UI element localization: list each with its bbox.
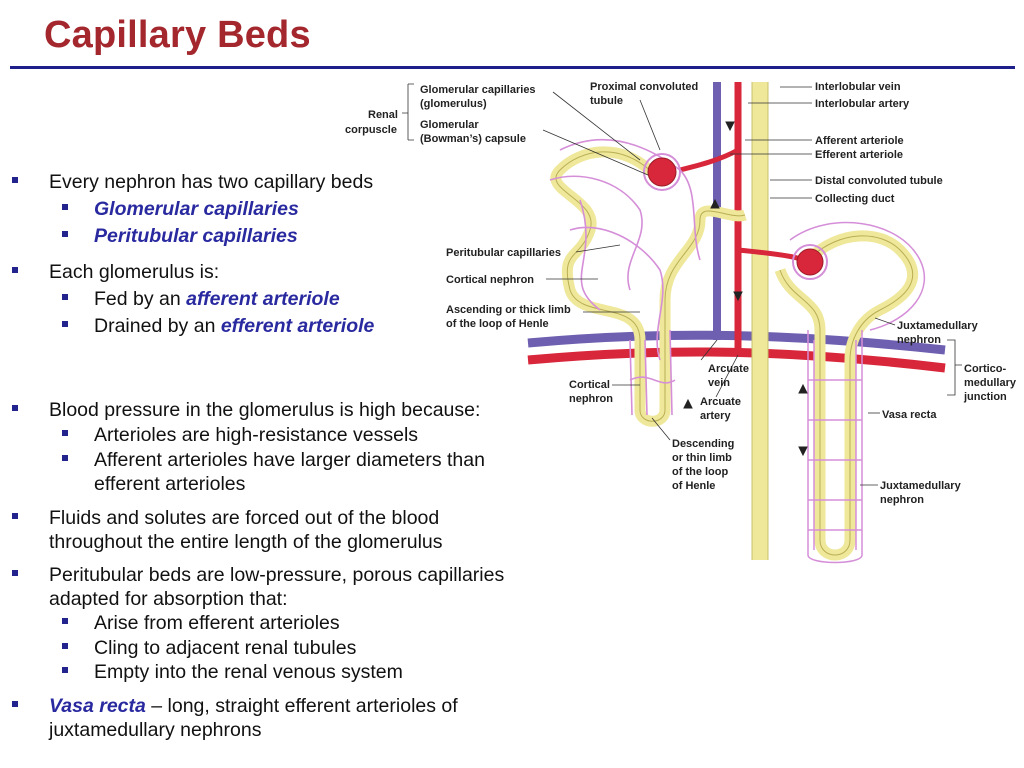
label-arcuate-vein-2: vein	[708, 377, 730, 389]
artery-band	[527, 347, 946, 373]
bullet-text: adapted for absorption that:	[49, 588, 288, 610]
bullet-text: Blood pressure in the glomerulus is high…	[49, 399, 481, 421]
label-cortical-nephron-2b: nephron	[569, 393, 613, 405]
nephron-diagram: Renal corpuscle Glomerular capillaries (…	[345, 81, 1017, 564]
bullet-marker	[62, 294, 68, 300]
bullet-text: throughout the entire length of the glom…	[49, 531, 443, 553]
label-collecting-duct: Collecting duct	[815, 193, 895, 205]
bullet-text: Fluids and solutes are forced out of the…	[49, 507, 440, 529]
label-efferent-arteriole: Efferent arteriole	[815, 149, 903, 161]
bullet-marker	[62, 321, 68, 327]
collecting-duct-edge	[751, 82, 769, 560]
label-juxta2-1: Juxtamedullary	[880, 480, 962, 492]
bullet-text: Fed by an afferent arteriole	[94, 287, 340, 311]
label-vasa-recta: Vasa recta	[882, 409, 937, 421]
bullet-marker	[12, 701, 18, 707]
bullet-marker	[12, 513, 18, 519]
label-arcuate-artery-1: Arcuate	[700, 396, 741, 408]
label-cortical-nephron: Cortical nephron	[446, 274, 534, 286]
label-afferent-arteriole: Afferent arteriole	[815, 135, 904, 147]
afferent-arteriole	[679, 147, 740, 173]
juxtamedullary-tubule	[774, 230, 919, 561]
bullet-marker	[12, 570, 18, 576]
label-juxta-2: nephron	[897, 334, 941, 346]
label-pct-2: tubule	[590, 95, 623, 107]
plain-text: – long, straight efferent arterioles of	[145, 695, 458, 717]
label-renal-corpuscle-2: corpuscle	[345, 124, 397, 136]
bowmans-capsule	[643, 153, 681, 191]
label-cortico-2: medullary	[964, 377, 1017, 389]
label-cortico-1: Cortico-	[964, 363, 1007, 375]
slide-title: Capillary Beds	[44, 14, 311, 56]
vasa-recta	[789, 221, 926, 564]
bullet-marker	[62, 667, 68, 673]
label-descending-1: Descending	[672, 438, 734, 450]
emphasis-text: afferent arteriole	[186, 288, 340, 310]
bullet-text: Vasa recta – long, straight efferent art…	[49, 694, 458, 718]
bullet-text: Arterioles are high-resistance vessels	[94, 424, 419, 446]
cortical-nephron-outline	[555, 151, 746, 422]
bowmans-capsule-2	[792, 244, 828, 280]
glomerulus	[647, 157, 677, 187]
flow-arrows	[683, 121, 808, 457]
bullet-text: Every nephron has two capillary beds	[49, 171, 374, 193]
bullet-text: Afferent arterioles have larger diameter…	[94, 449, 485, 471]
bullet-marker	[62, 618, 68, 624]
emphasis-text: Vasa recta	[49, 695, 146, 717]
bullet-marker	[12, 267, 18, 273]
bullet-marker	[62, 455, 68, 461]
bullet-marker	[62, 643, 68, 649]
label-interlobular-artery: Interlobular artery	[815, 98, 910, 110]
bullet-text: Cling to adjacent renal tubules	[94, 637, 357, 659]
vein-band	[527, 330, 946, 355]
bullet-text: juxtamedullary nephrons	[49, 719, 262, 741]
diagram-labels: Renal corpuscle Glomerular capillaries (…	[345, 81, 1017, 506]
label-arcuate-vein-1: Arcuate	[708, 363, 749, 375]
label-descending-3: of the loop	[672, 466, 728, 478]
juxtamedullary-outline	[779, 235, 914, 556]
plain-text: Drained by an	[94, 315, 221, 337]
label-descending-2: or thin limb	[672, 452, 732, 464]
label-arcuate-artery-2: artery	[700, 410, 731, 422]
bullet-text: Arise from efferent arterioles	[94, 612, 340, 634]
label-ascending-1: Ascending or thick limb	[446, 304, 571, 316]
bullet-text: Peritubular beds are low-pressure, porou…	[49, 564, 505, 586]
label-descending-4: of Henle	[672, 480, 715, 492]
bullet-text: Drained by an efferent arteriole	[94, 314, 374, 338]
label-glomerular-capillaries-1: Glomerular capillaries	[420, 84, 536, 96]
leader-lines	[402, 83, 962, 486]
bullet-marker	[12, 177, 18, 183]
label-renal-corpuscle-1: Renal	[368, 109, 398, 121]
title-rule	[10, 66, 1015, 69]
label-dct: Distal convoluted tubule	[815, 175, 943, 187]
label-ascending-2: of the loop of Henle	[446, 318, 549, 330]
label-glomerular-capsule-1: Glomerular	[420, 119, 479, 131]
emphasis-text: efferent arteriole	[220, 315, 375, 337]
glomerulus-2	[796, 248, 824, 276]
label-cortical-nephron-2a: Cortical	[569, 379, 610, 391]
bullet-text: Empty into the renal venous system	[94, 661, 403, 683]
bullet-text: Each glomerulus is:	[49, 261, 220, 283]
bullet-marker	[62, 204, 68, 210]
label-glomerular-capillaries-2: (glomerulus)	[420, 98, 487, 110]
label-peritubular: Peritubular capillaries	[446, 247, 561, 259]
bullet-marker	[62, 231, 68, 237]
plain-text: Fed by an	[94, 288, 187, 310]
label-juxta2-2: nephron	[880, 494, 924, 506]
label-juxta-1: Juxtamedullary	[897, 320, 979, 332]
bullet-text: Peritubular capillaries	[94, 225, 298, 247]
label-glomerular-capsule-2: (Bowman’s) capsule	[420, 133, 526, 145]
label-interlobular-vein: Interlobular vein	[815, 81, 901, 93]
label-pct-1: Proximal convoluted	[590, 81, 698, 93]
bullet-text: Glomerular capillaries	[94, 198, 299, 220]
bullet-marker	[62, 430, 68, 436]
label-cortico-3: junction	[963, 391, 1007, 403]
bullet-text: efferent arterioles	[94, 473, 246, 495]
bullet-marker	[12, 405, 18, 411]
